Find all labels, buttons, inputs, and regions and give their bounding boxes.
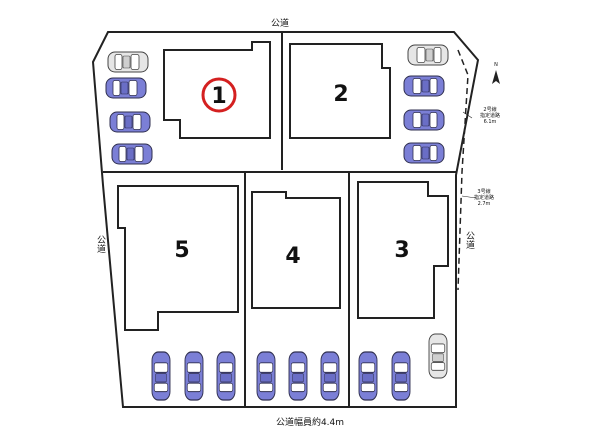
road-label-left: 公道 (95, 235, 106, 254)
parked-car-grey (107, 51, 149, 73)
parked-car (403, 142, 445, 164)
building-lot-4 (251, 191, 341, 309)
parked-car (111, 143, 153, 165)
parked-car (403, 75, 445, 97)
parked-car (109, 111, 151, 133)
building-lot-3 (357, 181, 449, 319)
road-2-annotation-line3: 6.1m (484, 119, 497, 125)
parked-car (288, 351, 308, 401)
lot-2-number: 2 (333, 82, 348, 107)
parked-car-grey (428, 333, 448, 379)
road-2-annotation-line2: 指定道路 (480, 112, 500, 119)
road-2-annotation-line1: 2号線 (483, 106, 496, 113)
building-lot-5 (117, 185, 239, 331)
parked-car (256, 351, 276, 401)
parked-car (184, 351, 204, 401)
road-label-top: 公道 (271, 17, 289, 29)
parked-car (358, 351, 378, 401)
road-3-annotation-line3: 2.7m (478, 201, 491, 207)
parked-car (151, 351, 171, 401)
parked-car (216, 351, 236, 401)
road-label-right: 公道 (464, 231, 475, 250)
building-lot-1 (163, 41, 271, 139)
lot-4-number: 4 (285, 244, 300, 269)
parked-car (320, 351, 340, 401)
building-lot-2 (289, 43, 391, 139)
lot-3-number: 3 (394, 238, 409, 263)
north-arrow-icon: N (492, 62, 500, 84)
parked-car (403, 109, 445, 131)
lot-5-number: 5 (174, 238, 189, 263)
compass-label: N (494, 62, 498, 68)
lot-1-number: 1 (211, 84, 226, 109)
parked-car (391, 351, 411, 401)
parked-car-grey (407, 44, 449, 66)
lot-1-highlight-circle (201, 77, 237, 113)
road-3-annotation-line1: 3号線 (477, 188, 490, 195)
designated-road-line (457, 49, 469, 291)
parked-car (105, 77, 147, 99)
road-label-bottom: 公道幅員約4.4m (276, 416, 344, 428)
road-3-annotation-line2: 指定道路 (474, 194, 494, 201)
